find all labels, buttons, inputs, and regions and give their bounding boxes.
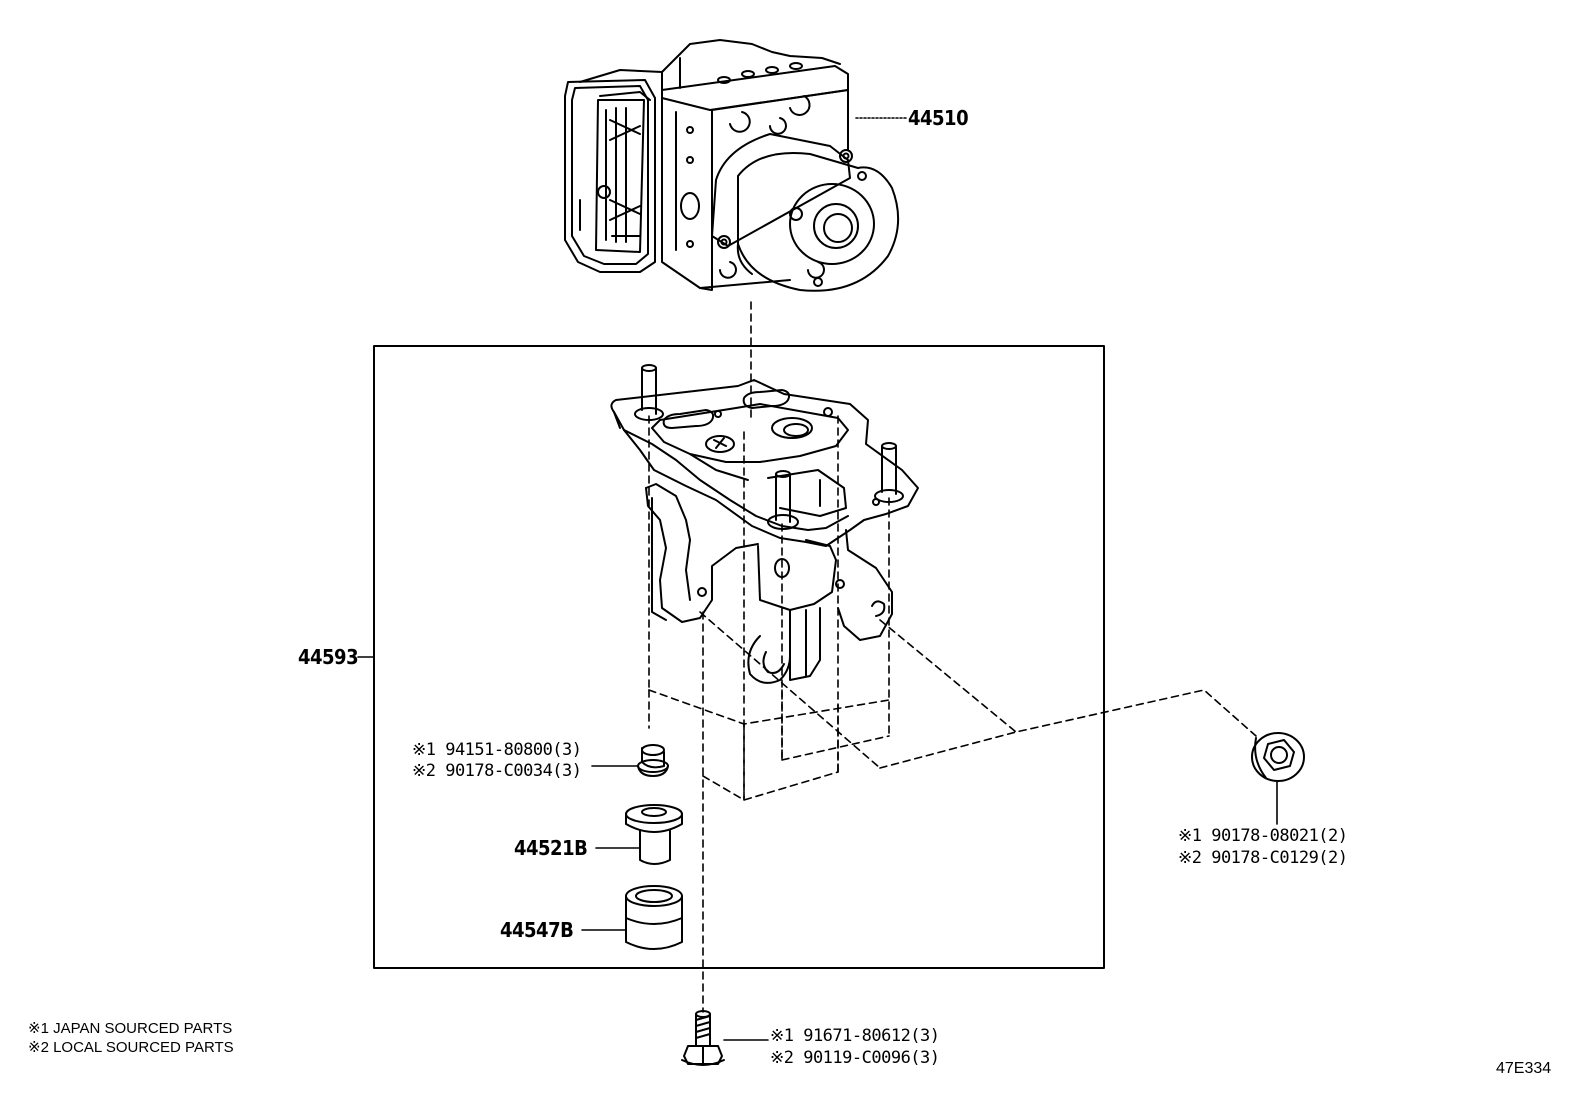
bracket-nut-number-1[interactable]: ※1 94151-80800(3) [412, 740, 582, 760]
abs-bracket[interactable] [610, 364, 919, 684]
bracket-assembly-frame [373, 345, 1105, 969]
bolt-number-1[interactable]: ※1 91671-80612(3) [770, 1026, 940, 1046]
flange-nut-number-1[interactable]: ※1 90178-08021(2) [1178, 826, 1348, 846]
legend-note-local: ※2 LOCAL SOURCED PARTS [28, 1039, 234, 1056]
bracket-nut-number-2[interactable]: ※2 90178-C0034(3) [412, 761, 582, 781]
cushion-upper[interactable] [625, 804, 683, 865]
abs-actuator-assembly[interactable] [564, 39, 900, 292]
part-number-44510[interactable]: 44510 [908, 106, 969, 130]
flange-nut-number-2[interactable]: ※2 90178-C0129(2) [1178, 848, 1348, 868]
diagram-code: 47E334 [1496, 1060, 1552, 1077]
part-number-44547B[interactable]: 44547B [500, 918, 574, 942]
part-number-44521B[interactable]: 44521B [514, 836, 588, 860]
bolt-number-2[interactable]: ※2 90119-C0096(3) [770, 1048, 940, 1068]
bracket-nut[interactable] [637, 744, 669, 777]
cushion-lower[interactable] [625, 885, 683, 950]
exploded-view-lines [648, 415, 1257, 1013]
mounting-bolt[interactable] [681, 1010, 725, 1066]
part-number-44593[interactable]: 44593 [298, 645, 359, 669]
flange-nut[interactable] [1251, 732, 1305, 782]
legend-note-japan: ※1 JAPAN SOURCED PARTS [28, 1020, 233, 1037]
